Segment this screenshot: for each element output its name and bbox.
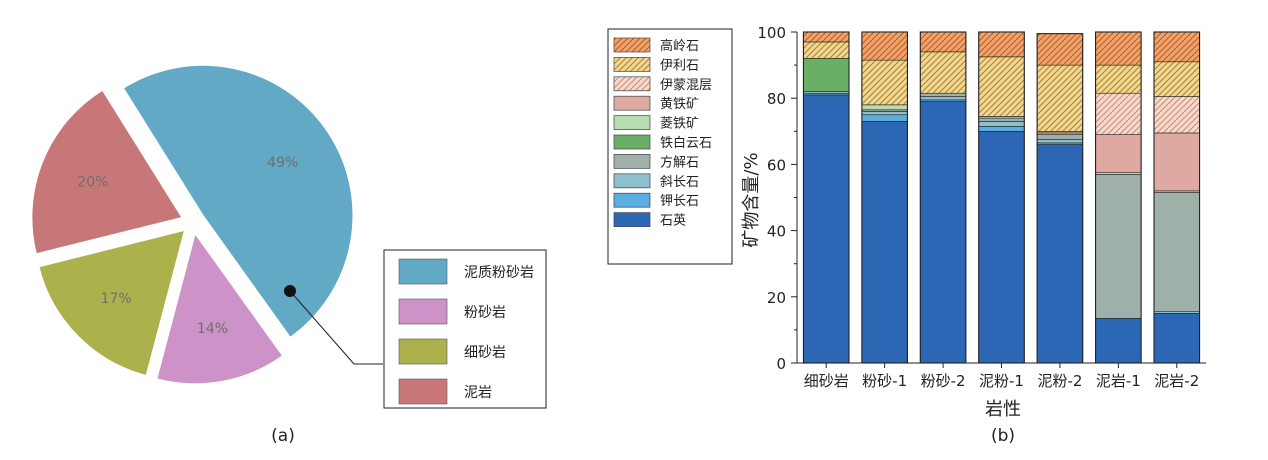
- bar-segment-高岭石: [919, 31, 967, 53]
- x-tick-label: 粉砂-1: [862, 372, 907, 390]
- bar-segment-方解石: [1036, 134, 1084, 140]
- bar-legend-swatch: [613, 154, 651, 169]
- pie-slice-粉砂岩: [156, 232, 284, 385]
- bar-segment-石英: [1095, 318, 1142, 364]
- stacked-bar-chart: 细砂岩粉砂-1 粉砂-2 泥粉-1 泥粉-2 泥岩-1 泥岩-2: [802, 31, 1201, 390]
- bar-legend-swatch: [613, 37, 651, 53]
- bar-legend-label: 伊利石: [660, 58, 699, 73]
- bar-segment-石英: [978, 131, 1025, 364]
- bar-legend-label: 黄铁矿: [660, 97, 699, 112]
- bar-legend-label: 方解石: [660, 154, 699, 170]
- pie-value-label: 17%: [101, 291, 132, 307]
- bar-segment-伊利石: [1095, 64, 1142, 94]
- bar-legend-label: 高岭石: [660, 38, 699, 54]
- pie-legend-label: 粉砂岩: [464, 305, 506, 321]
- pie-slice-细砂岩: [38, 229, 186, 377]
- pie-legend-label: 细砂岩: [464, 345, 506, 361]
- bar-legend-swatch: [613, 115, 651, 130]
- bar-segment-钾长石: [978, 126, 1025, 132]
- y-axis-label: 矿物含量/%: [741, 152, 762, 247]
- bar-legend-label: 钾长石: [660, 194, 699, 209]
- pie-legend-label: 泥质粉砂岩: [464, 265, 534, 281]
- bar-segment-石英: [1036, 144, 1084, 364]
- bar-segment-高岭石: [803, 31, 850, 43]
- y-tick-label: 40: [767, 223, 786, 241]
- bar-legend-label: 铁白云石: [660, 135, 712, 151]
- x-tick-label: 泥粉-2: [1037, 372, 1082, 390]
- bar-segment-方解石: [978, 117, 1025, 122]
- bar-legend-label: 石英: [660, 214, 686, 229]
- bar-segment-伊蒙混层: [1095, 92, 1142, 135]
- bar-segment-伊利石: [861, 59, 908, 106]
- pie-legend-swatch: [398, 258, 448, 285]
- pie-slice-泥岩: [31, 89, 183, 255]
- x-tick-label: 泥粉-1: [979, 372, 1024, 390]
- panel-label-a: (a): [271, 426, 295, 446]
- pie-legend-swatch: [398, 298, 448, 325]
- x-tick-label: 泥岩-2: [1154, 372, 1199, 390]
- bar-legend-swatch: [613, 57, 651, 72]
- bar-segment-黄铁矿: [1095, 134, 1142, 173]
- y-tick-label: 80: [767, 90, 786, 108]
- bar-segment-高岭石: [1153, 31, 1200, 63]
- x-axis-label: 岩性: [985, 399, 1021, 420]
- pie-legend-swatch: [398, 378, 448, 405]
- pie-chart: 49% 14% 17% 20%: [31, 64, 354, 385]
- x-tick-label: 细砂岩: [804, 372, 849, 390]
- bar-legend-swatch: [613, 76, 651, 92]
- bar-segment-斜长石: [861, 111, 908, 116]
- y-tick-label: 0: [776, 355, 786, 373]
- bar-segment-伊蒙混层: [1153, 96, 1200, 134]
- x-tick-label: 粉砂-2: [921, 372, 966, 390]
- x-tick-label: 泥岩-1: [1096, 372, 1141, 390]
- bar-segment-石英: [861, 121, 908, 364]
- bar-segment-伊利石: [978, 56, 1025, 117]
- bar-legend-label: 菱铁矿: [660, 117, 699, 132]
- bar-segment-斜长石: [978, 121, 1025, 127]
- bar-legend-swatch: [613, 212, 651, 227]
- bar-segment-高岭石: [1095, 31, 1142, 66]
- bar-segment-斜长石: [919, 96, 967, 101]
- bar-segment-伊利石: [919, 51, 967, 94]
- y-tick-label: 60: [767, 156, 786, 174]
- bar-segment-伊利石: [1036, 64, 1084, 132]
- bar-legend-label: 斜长石: [660, 175, 699, 190]
- bar-segment-方解石: [919, 92, 967, 97]
- bar-segment-钾长石: [861, 114, 908, 122]
- pie-value-label: 14%: [197, 321, 228, 337]
- bar-legend-swatch: [613, 95, 651, 111]
- bar-segment-高岭石: [1036, 33, 1084, 66]
- pie-leader-dot: [284, 285, 296, 297]
- bar-segment-伊利石: [1153, 61, 1200, 97]
- pie-leader-line-diagonal: [289, 290, 355, 365]
- bar-legend-swatch: [613, 173, 651, 189]
- pie-legend-swatch: [398, 338, 448, 365]
- bar-segment-黄铁矿: [1153, 132, 1200, 192]
- pie-legend-label: 泥岩: [464, 385, 492, 401]
- bar-segment-高岭石: [978, 31, 1025, 58]
- bar-legend-swatch: [613, 134, 651, 150]
- bar-segment-方解石: [1153, 192, 1200, 312]
- bar-segment-铁白云石: [803, 58, 850, 92]
- panel-label-b: (b): [991, 426, 1015, 446]
- y-tick-label: 100: [757, 24, 786, 42]
- bar-legend-swatch: [613, 192, 651, 208]
- bar-segment-石英: [803, 94, 850, 364]
- bar-segment-菱铁矿: [861, 104, 908, 111]
- bar-legend-label: 伊蒙混层: [660, 78, 712, 93]
- pie-value-label: 49%: [267, 155, 298, 171]
- pie-slice-泥质粉砂岩: [122, 64, 354, 338]
- bar-segment-高岭石: [861, 31, 908, 61]
- bar-segment-伊利石: [803, 41, 850, 59]
- bar-segment-方解石: [1095, 174, 1142, 319]
- bar-segment-石英: [1153, 313, 1200, 364]
- bar-segment-斜长石: [1036, 139, 1084, 144]
- pie-value-label: 20%: [77, 175, 108, 191]
- bar-segment-石英: [919, 101, 967, 364]
- y-tick-label: 20: [767, 289, 786, 307]
